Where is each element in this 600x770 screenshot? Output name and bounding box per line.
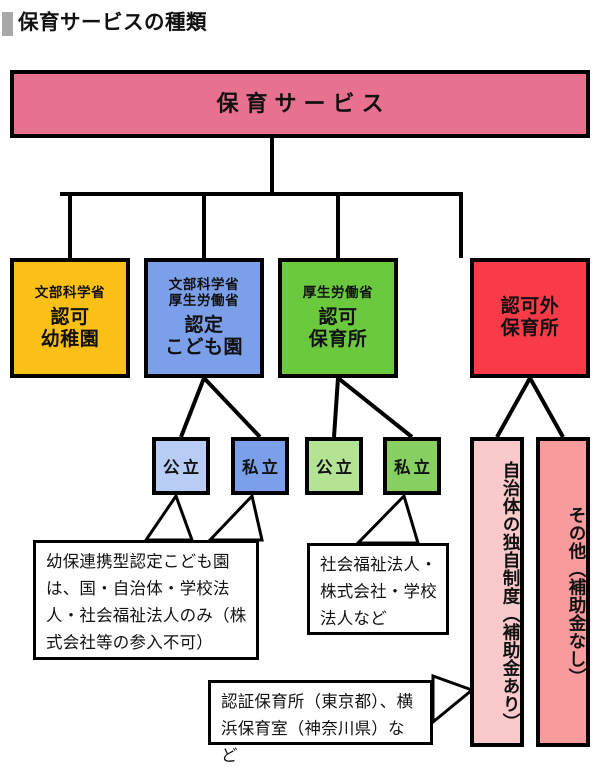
node-kodomoen-kouritsu-label: 公立 xyxy=(163,459,202,477)
node-hoikusho-shiritsu[interactable]: 私立 xyxy=(383,437,441,495)
note-kodomoen: 幼保連携型認定こども園は、国・自治体・学校法人・社会福祉法人のみ（株式会社等の参… xyxy=(33,540,259,660)
node-ninkagai-hoikusho[interactable]: 認可外 保育所 xyxy=(470,258,590,378)
callout-tail-hojin xyxy=(354,493,421,545)
title-text: 保育サービスの種類 xyxy=(18,11,207,34)
node-jichitai-dokuji-seido-label: 自治体の独自制度（補助金あり） xyxy=(501,460,521,731)
node-ninkagai-hoikusho-label: 認可外 保育所 xyxy=(500,296,560,339)
node-ninka-hoikusho[interactable]: 厚生労働省 認可 保育所 xyxy=(278,258,398,378)
node-ninka-hoikusho-ministry: 厚生労働省 xyxy=(302,284,374,300)
node-hoikusho-shiritsu-label: 私立 xyxy=(394,459,433,477)
wire-v-ninkagai xyxy=(495,373,565,438)
wire-v-hoikusho xyxy=(332,374,414,439)
page-title: 保育サービスの種類 xyxy=(0,8,600,42)
node-sonota-hojokin-nashi[interactable]: その他（補助金なし） xyxy=(536,437,590,747)
root-node-label: 保育サービス xyxy=(216,91,391,116)
node-hoikusho-kouritsu[interactable]: 公立 xyxy=(305,437,363,495)
node-nintei-kodomoen-ministry: 文部科学省 厚生労働省 xyxy=(168,277,240,308)
node-ninka-yochien[interactable]: 文部科学省 認可 幼稚園 xyxy=(10,258,130,378)
title-marker-bar xyxy=(2,12,13,36)
node-kodomoen-kouritsu[interactable]: 公立 xyxy=(152,437,210,495)
callout-tail-kodomoen-kouritsu xyxy=(143,492,195,542)
node-ninka-hoikusho-label: 認可 保育所 xyxy=(308,307,368,351)
node-kodomoen-shiritsu[interactable]: 私立 xyxy=(231,437,289,495)
node-nintei-kodomoen[interactable]: 文部科学省 厚生労働省 認定 こども園 xyxy=(144,258,264,378)
node-jichitai-dokuji-seido[interactable]: 自治体の独自制度（補助金あり） xyxy=(470,437,524,747)
node-hoikusho-kouritsu-label: 公立 xyxy=(316,459,355,477)
callout-tail-kodomoen-shiritsu xyxy=(206,492,264,542)
node-ninka-yochien-label: 認可 幼稚園 xyxy=(40,307,100,351)
node-kodomoen-shiritsu-label: 私立 xyxy=(242,459,281,477)
node-nintei-kodomoen-label: 認定 こども園 xyxy=(164,315,243,358)
note-ninsho: 認証保育所（東京都）、横浜保育室（神奈川県）など xyxy=(208,680,433,765)
wire-v-kodomoen xyxy=(179,374,262,439)
root-node-hoiku-service[interactable]: 保育サービス xyxy=(10,70,590,138)
node-sonota-hojokin-nashi-label: その他（補助金なし） xyxy=(567,505,587,686)
callout-tail-ninsho xyxy=(431,673,475,726)
note-hojin: 社会福祉法人・株式会社・学校法人など xyxy=(307,543,449,635)
node-ninka-yochien-ministry: 文部科学省 xyxy=(34,284,106,300)
